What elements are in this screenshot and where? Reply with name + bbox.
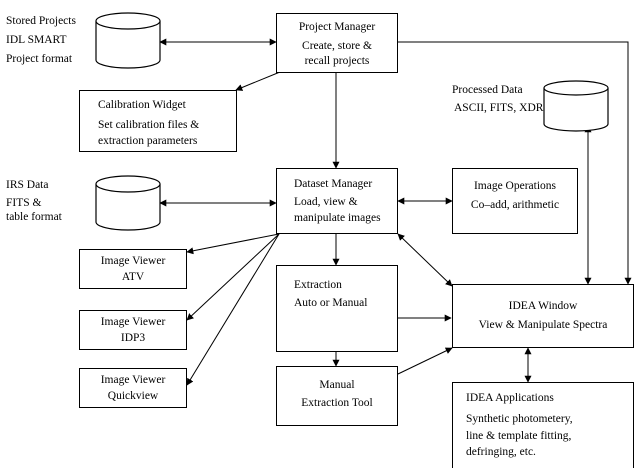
idea-applications-line-1: Synthetic photometery, [466,413,573,425]
stored-projects-line-1: Stored Projects [6,15,76,27]
connector-manual-idea-window [397,347,453,375]
calibration-widget-box: Calibration Widget Set calibration files… [79,90,237,152]
processed-data-title: Processed Data [452,84,523,96]
manual-extraction-line-2: Extraction Tool [301,397,373,409]
idea-applications-line-3: defringing, etc. [466,446,536,458]
idea-applications-box: IDEA Applications Synthetic photometery,… [452,382,634,468]
connector-dataset-viewer-quickview [186,233,280,386]
processed-data-formats: ASCII, FITS, XDR [454,102,544,114]
dataset-manager-line-2: manipulate images [294,212,381,224]
connector-dataset-idea-window [397,233,453,287]
calibration-widget-line-1: Set calibration files & [98,119,200,131]
extraction-box: Extraction Auto or Manual [276,265,398,352]
connector-project-manager-idea-window [398,41,632,285]
connector-dataset-viewer-idp3 [186,233,280,321]
irs-data-database-icon [95,175,161,231]
calibration-widget-title: Calibration Widget [98,99,186,111]
image-viewer-idp3-box: Image Viewer IDP3 [79,310,187,350]
project-manager-line-2: recall projects [304,55,370,67]
image-viewer-atv-box: Image Viewer ATV [79,249,187,289]
dataset-manager-box: Dataset Manager Load, view & manipulate … [276,168,398,234]
image-operations-title: Image Operations [473,180,557,192]
irs-data-line-1: IRS Data [6,179,49,191]
project-manager-title: Project Manager [298,21,376,33]
calibration-widget-line-2: extraction parameters [98,135,198,147]
image-viewer-quickview-name: Quickview [107,390,159,402]
idea-window-title: IDEA Window [508,300,578,312]
connector-project-manager-calibration [235,71,281,91]
stored-projects-database-icon [95,12,161,69]
dataset-manager-title: Dataset Manager [294,178,373,190]
processed-data-database-icon [543,80,609,132]
dataset-manager-line-1: Load, view & [294,196,358,208]
stored-projects-line-2: IDL SMART [6,34,67,46]
idea-window-box: IDEA Window View & Manipulate Spectra [452,284,634,348]
idea-window-line-1: View & Manipulate Spectra [478,319,608,331]
irs-data-label: IRS Data FITS & table format [6,178,62,225]
extraction-title: Extraction [294,279,342,291]
idea-applications-title: IDEA Applications [466,392,554,404]
irs-data-line-3: table format [6,211,62,223]
irs-data-line-2: FITS & [6,197,42,209]
image-viewer-idp3-name: IDP3 [120,332,146,344]
image-operations-box: Image Operations Co–add, arithmetic [452,168,578,234]
manual-extraction-line-1: Manual [319,379,355,391]
extraction-line-1: Auto or Manual [294,297,368,309]
image-viewer-quickview-title: Image Viewer [100,374,166,386]
image-operations-line-1: Co–add, arithmetic [470,199,560,211]
image-viewer-idp3-title: Image Viewer [100,316,166,328]
stored-projects-line-3: Project format [6,53,73,65]
image-viewer-atv-name: ATV [121,271,145,283]
project-manager-line-1: Create, store & [302,40,372,52]
image-viewer-quickview-box: Image Viewer Quickview [79,368,187,408]
image-viewer-atv-title: Image Viewer [100,255,166,267]
stored-projects-label: Stored Projects IDL SMART Project format [6,14,76,67]
idea-applications-line-2: line & template fitting, [466,430,572,442]
manual-extraction-box: Manual Extraction Tool [276,366,398,426]
project-manager-box: Project Manager Create, store & recall p… [276,13,398,73]
connector-dataset-viewer-atv [186,233,280,255]
